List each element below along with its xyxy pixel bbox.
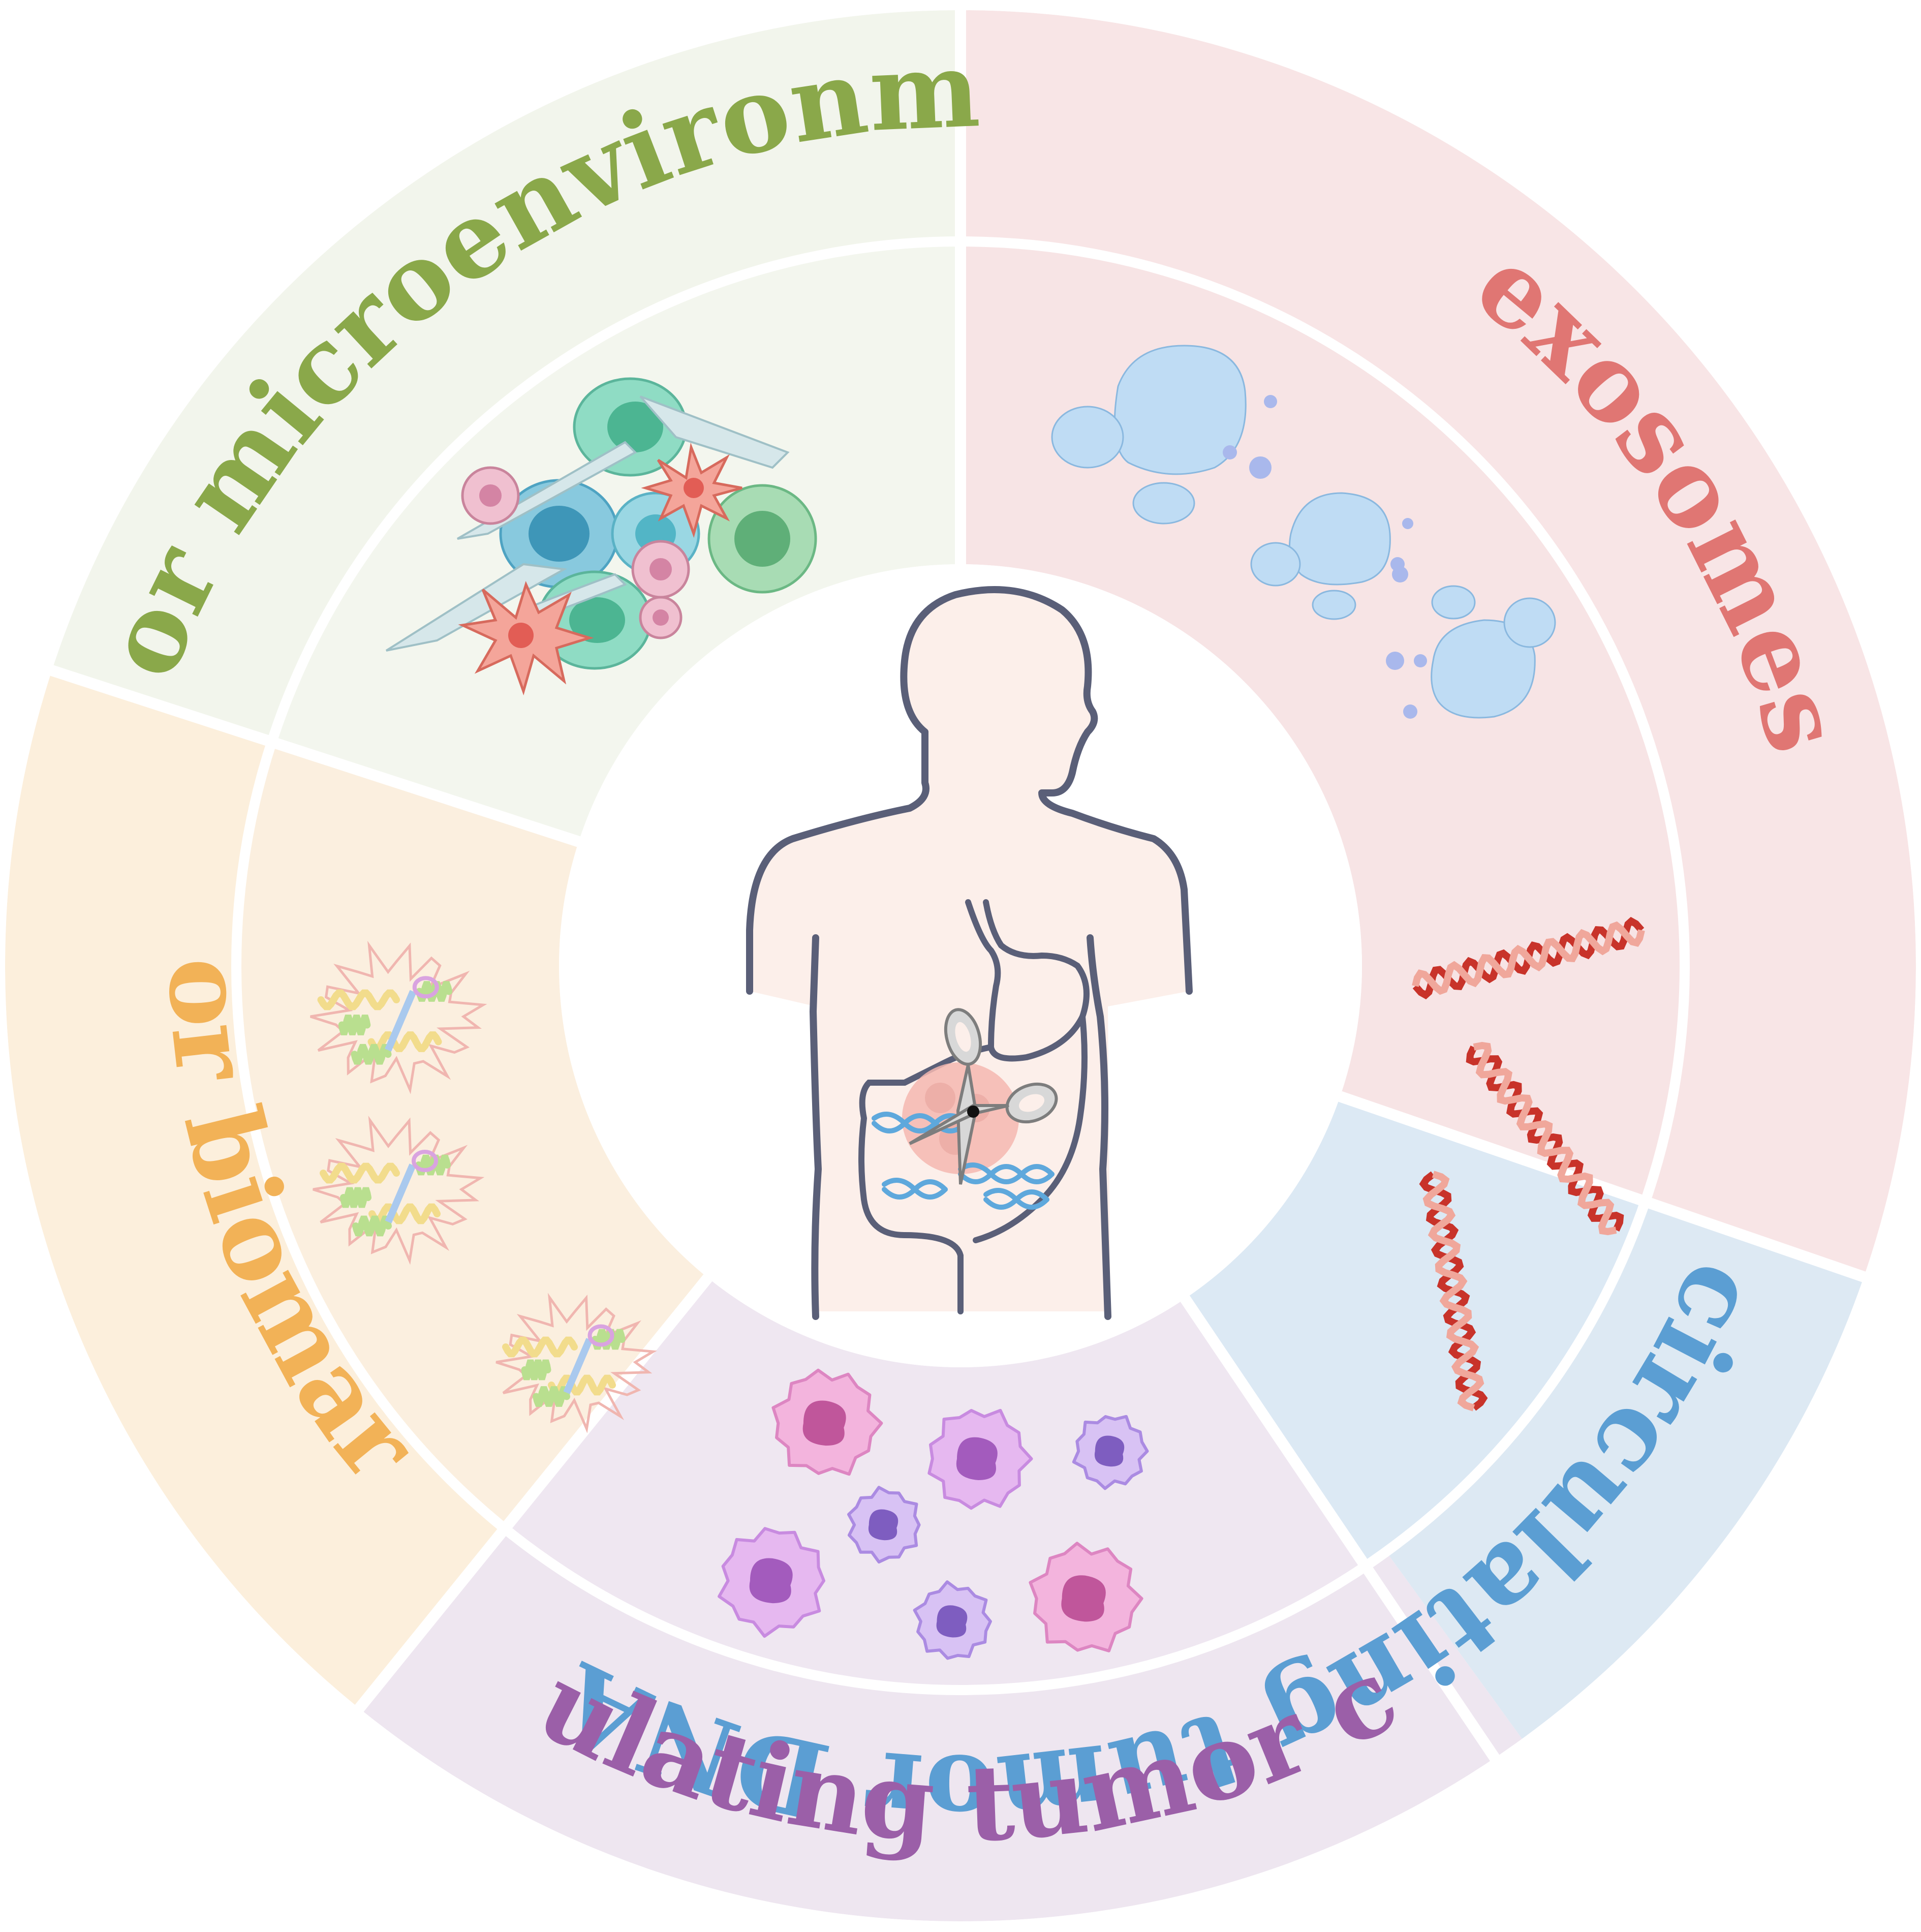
- dna-double-helix-icons: [1412, 916, 1645, 1412]
- protein-helix: [368, 1203, 441, 1224]
- circulating-tumor-cells-outer-sector: [359, 1528, 1523, 1921]
- tumor-cell-nucleus: [936, 1605, 968, 1638]
- protein-biomarker-icons: [310, 940, 657, 1433]
- exosome-vesicles-icon: [1051, 345, 1556, 719]
- tumor-cell-nucleus: [749, 1558, 793, 1604]
- tumor-cell-nucleus: [802, 1400, 846, 1446]
- protein-helix: [338, 1015, 371, 1035]
- protein-loop: [587, 1324, 614, 1347]
- tumor-cell-nucleus: [1061, 1575, 1106, 1622]
- protein-helix: [340, 1187, 371, 1208]
- protein-helix: [533, 1386, 570, 1407]
- protein-loop: [412, 1150, 438, 1172]
- circulating-tumor-cells-inner-sector: [505, 1277, 1366, 1691]
- protein-helix: [592, 1329, 626, 1350]
- outer-ring: [5, 10, 1916, 1921]
- protein-helix: [521, 1359, 551, 1381]
- protein-strand: [385, 1163, 416, 1223]
- circulating-tumor-dna-outer-sector: [1386, 1201, 1864, 1739]
- protein-helix: [367, 1031, 442, 1052]
- protein-backbone: [310, 940, 487, 1094]
- protein-helix: [317, 989, 400, 1010]
- tumor-cell-nucleus: [1094, 1435, 1125, 1467]
- tumor-biomarkers-outer-sector: [5, 670, 505, 1709]
- protein-backbone: [313, 1116, 485, 1265]
- exosomes-outer-sector: [960, 10, 1916, 1277]
- sector-divider-line: [40, 662, 581, 847]
- protein-helix: [320, 1162, 400, 1184]
- tumor-microenvironment-outer-sector: [52, 10, 960, 742]
- tumor-microenvironment-cells-icon: [385, 377, 817, 696]
- tumor-cell-nucleus: [956, 1437, 998, 1480]
- protein-loop: [412, 976, 439, 999]
- dna-strand: [1473, 1041, 1617, 1236]
- protein-helix: [352, 1215, 392, 1237]
- protein-helix: [502, 1336, 578, 1358]
- sector-divider-line: [1180, 1295, 1505, 1770]
- protein-helix: [351, 1044, 392, 1065]
- dna-strand: [1422, 1171, 1484, 1412]
- exosomes-inner-sector: [960, 241, 1685, 1202]
- protein-backbone: [495, 1293, 657, 1433]
- protein-strand: [385, 990, 417, 1052]
- protein-helix: [548, 1374, 616, 1396]
- sector-divider-line: [1338, 1091, 1876, 1285]
- circulating-tumor-dna-inner-sector: [1185, 1096, 1646, 1567]
- dna-strand: [1412, 921, 1645, 995]
- protein-strand: [563, 1338, 593, 1394]
- circulating-tumor-cells-icon: [718, 1368, 1149, 1660]
- tumor-cell-nucleus: [868, 1509, 898, 1541]
- human-body-with-tumor-and-scissors-icon: [746, 586, 1193, 1320]
